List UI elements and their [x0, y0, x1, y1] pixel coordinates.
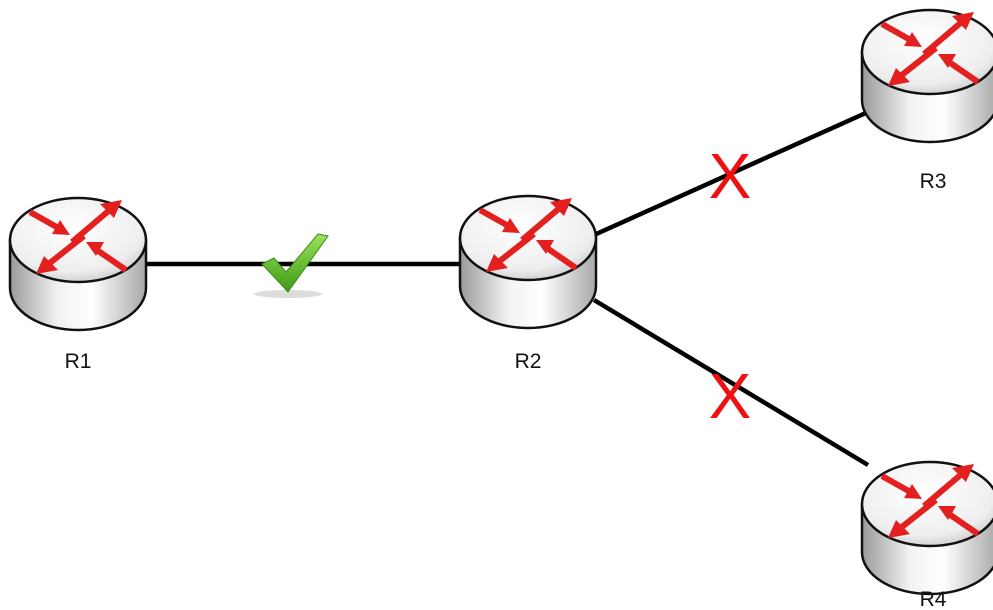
link-r2-r4	[592, 298, 870, 467]
checkmark-icon	[254, 233, 329, 298]
router-r3	[862, 10, 993, 142]
router-label-r2: R2	[515, 350, 542, 373]
router-r2	[460, 196, 596, 328]
router-label-r4: R4	[920, 588, 947, 610]
failed-link-x-icon: X	[709, 360, 752, 432]
router-label-r3: R3	[920, 170, 947, 193]
router-label-r1: R1	[65, 350, 92, 373]
link-r2-r3	[593, 109, 869, 238]
router-r1	[10, 198, 146, 330]
router-r4	[862, 462, 993, 594]
failed-link-x-icon: X	[709, 140, 752, 212]
